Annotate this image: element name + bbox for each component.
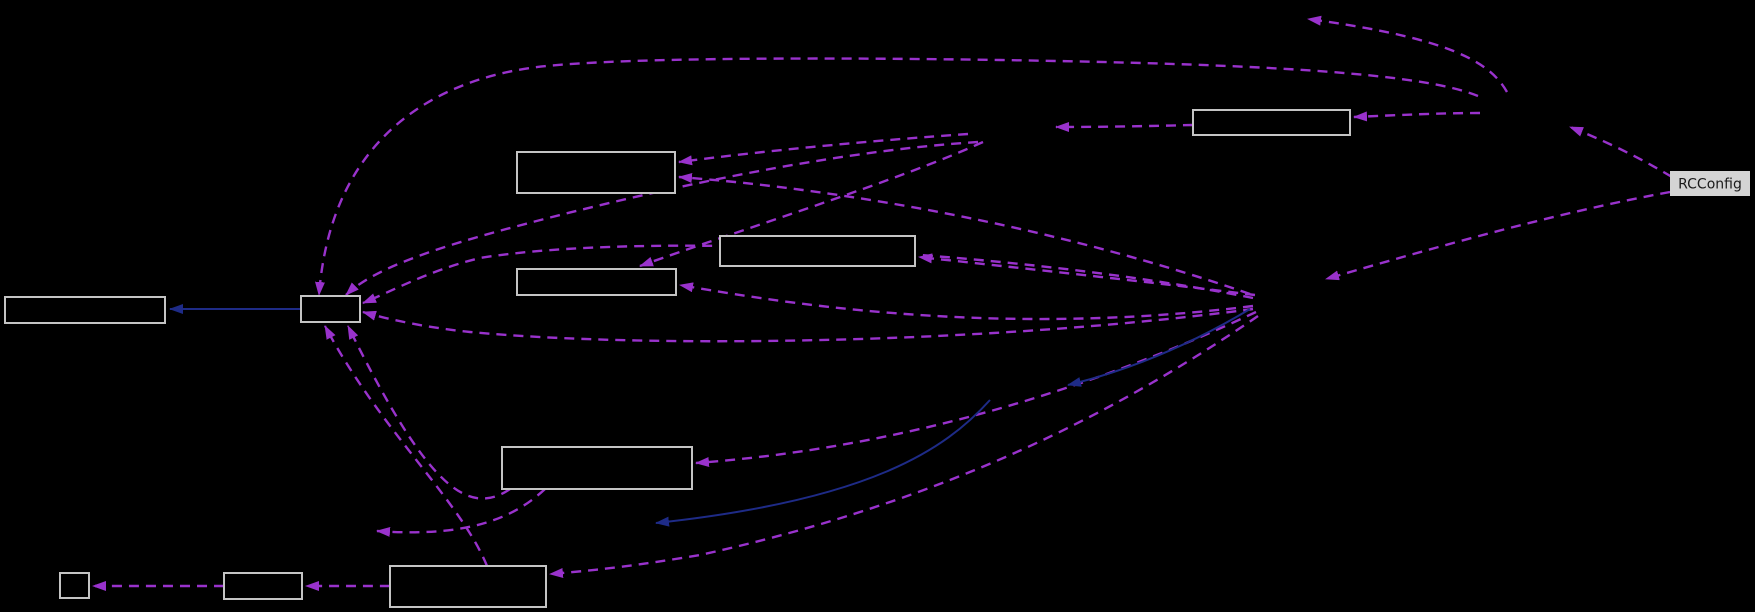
node-layer: [4, 109, 1351, 608]
graph-edge-solid-22: [1067, 308, 1251, 387]
graph-edge-dashed-13: [679, 282, 1254, 321]
graph-edge-dashed-18: [346, 325, 511, 500]
graph-node-box-mid-wide[interactable]: [719, 235, 916, 267]
rcconfig-label: RCConfig: [1678, 177, 1742, 193]
graph-edge-dashed-7: [1307, 15, 1509, 93]
graph-node-box-left[interactable]: [4, 296, 166, 324]
graph-edge-dashed-9: [678, 132, 969, 166]
graph-edge-dashed-3: [362, 307, 1254, 343]
graph-edge-dashed-12: [918, 253, 1256, 297]
label-layer: RCConfig: [1670, 171, 1750, 196]
graph-edge-dashed-6: [1353, 111, 1481, 122]
graph-edge-dashed-4: [1325, 190, 1671, 281]
graph-node-box-hub[interactable]: [300, 295, 361, 323]
graph-edge-dashed-15: [549, 315, 1259, 578]
graph-edge-dashed-0: [315, 57, 1479, 296]
graph-edge-dashed-16: [376, 488, 546, 537]
edge-layer: [92, 15, 1673, 591]
graph-node-box-bottom-large[interactable]: [389, 565, 547, 608]
graph-edge-dashed-5: [1569, 125, 1673, 179]
graph-edge-solid-23: [655, 399, 991, 527]
graph-edge-dashed-1: [345, 140, 979, 296]
graph-node-box-bottom-tiny[interactable]: [59, 572, 90, 599]
rcconfig-node[interactable]: [1670, 171, 1750, 196]
graph-node-box-top-right[interactable]: [1192, 109, 1351, 136]
graph-node-box-upper-mid[interactable]: [516, 151, 676, 194]
graph-node-box-mid[interactable]: [516, 268, 677, 296]
graph-edge-dashed-17: [323, 325, 489, 567]
graph-node-box-bottom-mid[interactable]: [223, 572, 303, 600]
graph-edge-dashed-11: [639, 140, 984, 268]
graph-node-box-lower-mid[interactable]: [501, 446, 693, 490]
graph-edge-dashed-8: [1055, 121, 1194, 132]
